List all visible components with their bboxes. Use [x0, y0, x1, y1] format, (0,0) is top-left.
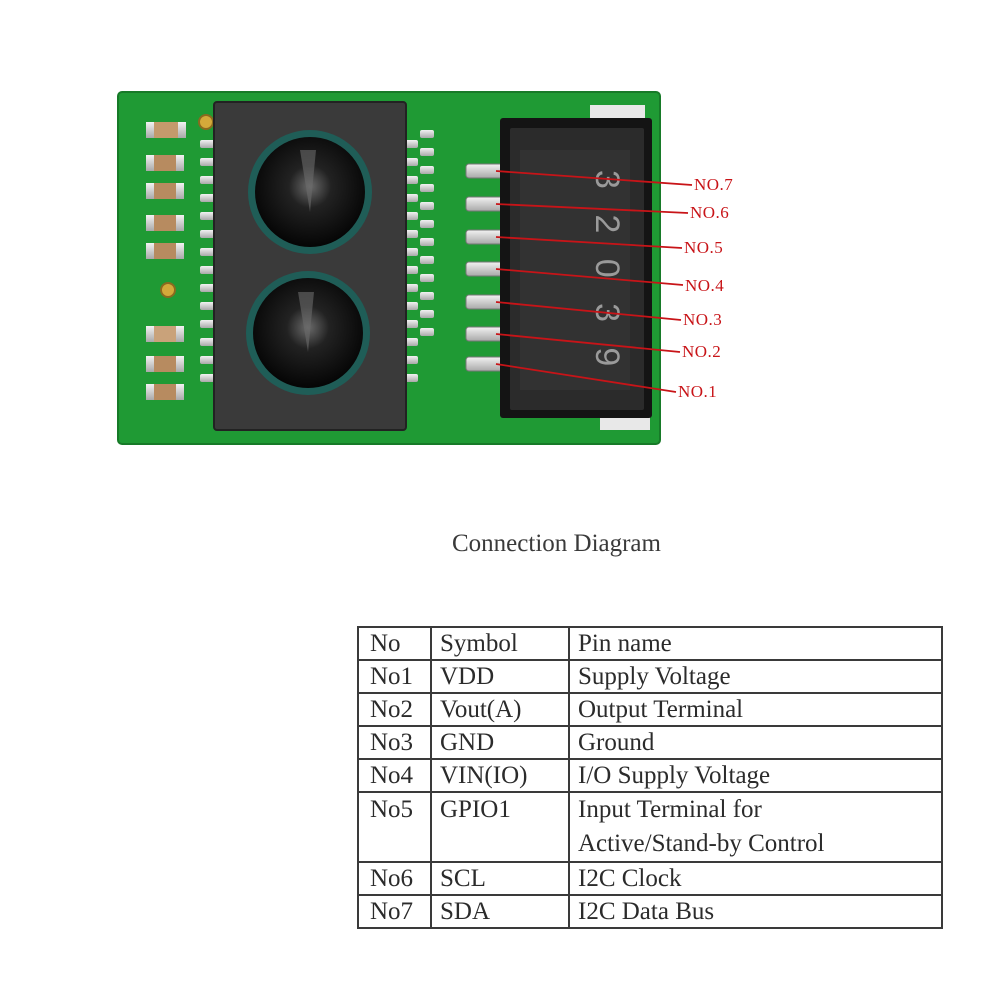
cell-pin-name: I/O Supply Voltage — [568, 758, 943, 793]
connector-marking: 3 2 0 3 9 — [588, 170, 626, 374]
pin-leader-lines — [495, 170, 693, 393]
cell-no: No7 — [357, 894, 432, 929]
cell-pin-name: Output Terminal — [568, 692, 943, 727]
table-row: No5 GPIO1 Input Terminal for Active/Stan… — [357, 791, 943, 863]
diagram-title: Connection Diagram — [452, 530, 661, 557]
pin-label-no3: NO.3 — [683, 310, 723, 329]
cell-pin-name: I2C Clock — [568, 861, 943, 896]
pin-label-no5: NO.5 — [684, 238, 724, 257]
cell-symbol-text: GPIO1 — [440, 796, 511, 823]
cell-symbol: SCL — [430, 861, 570, 896]
pin-label-no4: NO.4 — [685, 276, 725, 295]
connector-pads — [465, 163, 505, 372]
cell-pin-name-line1: Input Terminal for — [578, 796, 762, 823]
cell-symbol: GPIO1 — [430, 791, 570, 863]
header-pin-name: Pin name — [568, 626, 943, 661]
pin-label-no1: NO.1 — [678, 382, 718, 401]
pin-label-no6: NO.6 — [690, 203, 730, 222]
cell-symbol: GND — [430, 725, 570, 760]
header-symbol: Symbol — [430, 626, 570, 661]
cell-no: No2 — [357, 692, 432, 727]
cell-no: No4 — [357, 758, 432, 793]
cell-no: No6 — [357, 861, 432, 896]
pcb-photo: 3 2 0 3 9 — [117, 91, 693, 445]
sensor-lens-top — [248, 130, 372, 254]
smd-components — [146, 114, 214, 400]
connector-housing — [500, 118, 652, 418]
cell-symbol: VDD — [430, 659, 570, 694]
sensor-lens-bottom — [246, 271, 370, 395]
cell-no: No1 — [357, 659, 432, 694]
header-no: No — [357, 626, 432, 661]
table-row: No3 GND Ground — [357, 725, 943, 760]
table-row: No7 SDA I2C Data Bus — [357, 894, 943, 929]
cell-pin-name: Supply Voltage — [568, 659, 943, 694]
cell-symbol: Vout(A) — [430, 692, 570, 727]
cell-symbol: VIN(IO) — [430, 758, 570, 793]
cell-symbol: SDA — [430, 894, 570, 929]
cell-pin-name: I2C Data Bus — [568, 894, 943, 929]
cell-pin-name-line2: Active/Stand-by Control — [578, 830, 825, 857]
cell-no: No5 — [357, 791, 432, 863]
pin-label-no2: NO.2 — [682, 342, 722, 361]
cell-pin-name: Input Terminal for Active/Stand-by Contr… — [568, 791, 943, 863]
table-row: No6 SCL I2C Clock — [357, 861, 943, 896]
table-header-row: No Symbol Pin name — [357, 626, 943, 661]
cell-no: No3 — [357, 725, 432, 760]
cell-no-text: No5 — [370, 796, 414, 823]
table-row: No4 VIN(IO) I/O Supply Voltage — [357, 758, 943, 793]
table-row: No1 VDD Supply Voltage — [357, 659, 943, 694]
cell-pin-name: Ground — [568, 725, 943, 760]
pin-label-no7: NO.7 — [694, 175, 734, 194]
table-row: No2 Vout(A) Output Terminal — [357, 692, 943, 727]
pin-table: No Symbol Pin name No1 VDD Supply Voltag… — [357, 626, 943, 929]
